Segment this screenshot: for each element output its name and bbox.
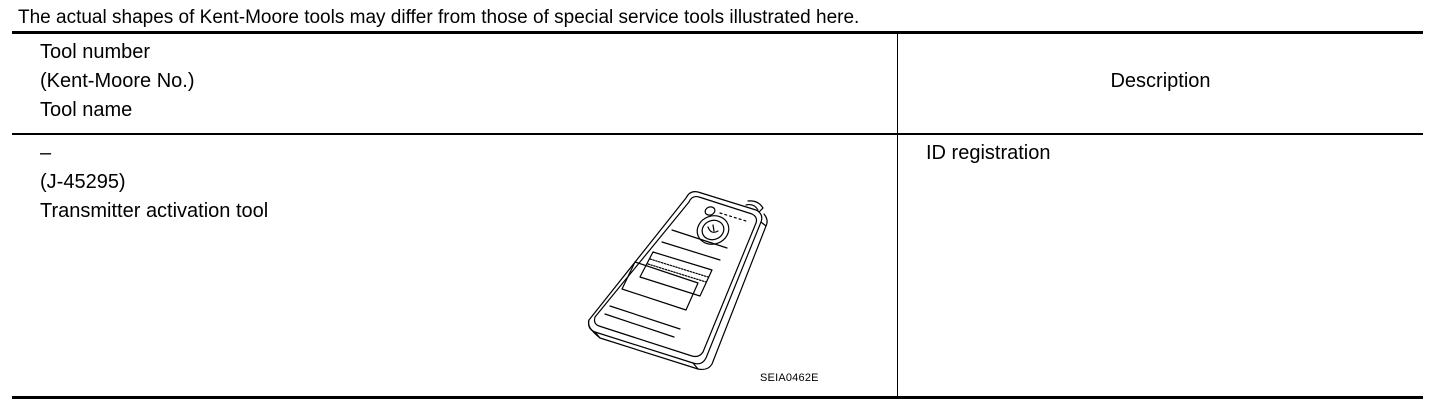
header-tool-number: Tool number: [40, 41, 151, 63]
table-bottom-rule: [12, 396, 1423, 399]
figure-code: SEIA0462E: [760, 372, 819, 384]
tool-number: –: [40, 142, 52, 164]
transmitter-activation-tool-icon: [580, 186, 780, 378]
table-top-rule: [12, 31, 1423, 34]
table-header-rule: [12, 133, 1423, 135]
header-kent-moore-no: (Kent-Moore No.): [40, 70, 195, 92]
tool-name: Transmitter activation tool: [40, 200, 269, 222]
tool-cell: – (J-45295) Transmitter activation tool: [40, 139, 268, 226]
kent-moore-number: (J-45295): [40, 171, 126, 193]
description-cell: ID registration: [926, 142, 1051, 164]
header-tool-name: Tool name: [40, 99, 133, 121]
header-tool-column: Tool number (Kent-Moore No.) Tool name: [40, 38, 195, 125]
disclaimer-note: The actual shapes of Kent-Moore tools ma…: [18, 7, 860, 28]
header-description: Description: [1110, 70, 1211, 92]
table-column-divider: [897, 34, 898, 396]
